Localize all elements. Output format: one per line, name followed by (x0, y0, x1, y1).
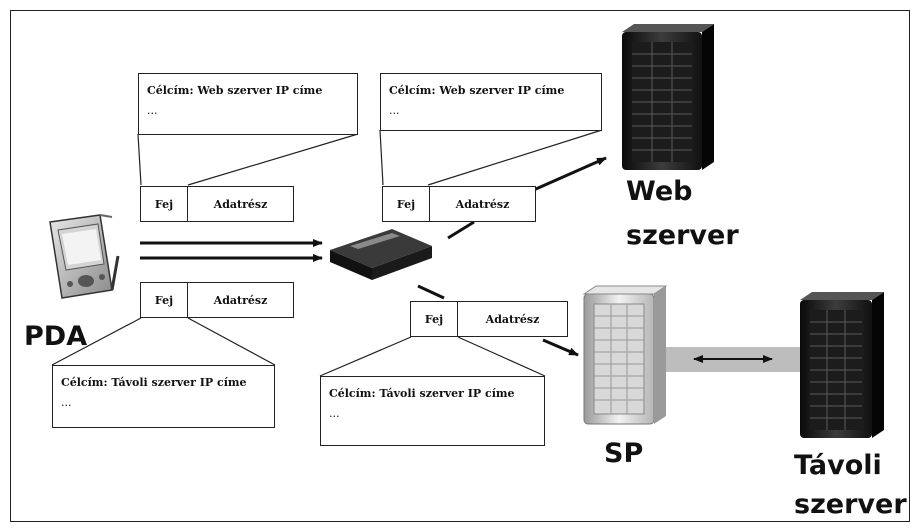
packet-remote-mid: Fej Adatrész (410, 301, 568, 337)
packet-data: Adatrész (213, 197, 268, 211)
packet-header: Fej (141, 283, 188, 317)
callout-ellipsis: ... (329, 407, 340, 420)
router-icon (330, 229, 432, 280)
packet-data: Adatrész (213, 293, 268, 307)
pda-label: PDA (24, 321, 88, 352)
web-label-line1: Web (626, 176, 693, 207)
web-label-line2: szerver (626, 220, 739, 251)
packet-data: Adatrész (485, 312, 540, 326)
callout-ellipsis: ... (61, 396, 72, 409)
callout-text: Célcím: Web szerver IP címe (389, 84, 565, 97)
packet-web-right: Fej Adatrész (382, 186, 536, 222)
packet-remote-left: Fej Adatrész (140, 282, 294, 318)
callout-web-left: Célcím: Web szerver IP címe ... (138, 73, 358, 135)
callout-text: Célcím: Távoli szerver IP címe (61, 376, 247, 389)
packet-header: Fej (141, 187, 188, 221)
callout-ellipsis: ... (389, 104, 400, 117)
callout-remote-mid: Célcím: Távoli szerver IP címe ... (320, 376, 545, 446)
sp-label: SP (604, 438, 644, 469)
callout-remote-left: Célcím: Távoli szerver IP címe ... (52, 365, 275, 428)
pda-icon (49, 214, 120, 299)
callout-text: Célcím: Web szerver IP címe (147, 84, 323, 97)
packet-web-left: Fej Adatrész (140, 186, 294, 222)
remote-server-icon (800, 292, 884, 438)
callout-text: Célcím: Távoli szerver IP címe (329, 387, 515, 400)
packet-header: Fej (383, 187, 430, 221)
sp-server-icon (582, 285, 668, 425)
callout-ellipsis: ... (147, 104, 158, 117)
web-server-icon (622, 24, 714, 170)
remote-label-line1: Távoli (794, 450, 882, 481)
packet-header: Fej (411, 302, 458, 336)
callout-leaders (51, 129, 603, 377)
callout-web-right: Célcím: Web szerver IP címe ... (380, 73, 602, 131)
diagram-frame (10, 10, 910, 522)
packet-data: Adatrész (455, 197, 510, 211)
remote-label-line2: szerver (794, 489, 907, 520)
